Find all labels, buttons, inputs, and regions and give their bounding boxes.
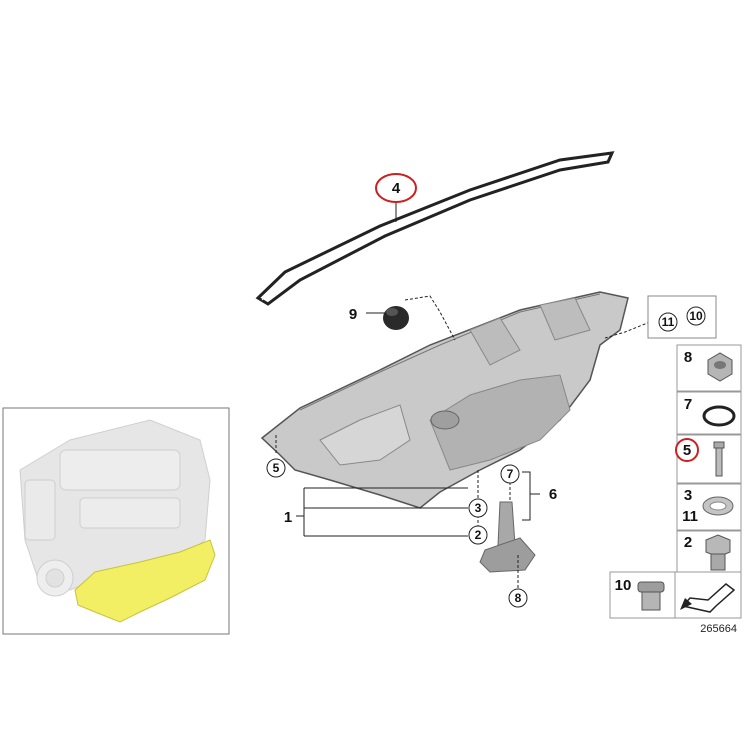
arrow-icon <box>680 583 736 613</box>
callout-8: 8 <box>515 591 522 605</box>
oil-pan <box>260 291 629 509</box>
oil-pan-highlight <box>74 539 216 623</box>
engine-inset <box>2 407 230 635</box>
legend-label-5: 5 <box>683 442 691 459</box>
callout-6: 6 <box>549 486 557 503</box>
legend-5-highlight <box>675 438 699 462</box>
drain-plug-icon <box>705 534 731 571</box>
callout-5: 5 <box>273 461 280 475</box>
bottom-box-label-10: 10 <box>615 577 632 594</box>
gasket <box>255 151 615 306</box>
bolt-icon <box>713 441 725 477</box>
washer-icon <box>702 496 734 516</box>
parts-legend: 8 7 5 3 11 2 <box>609 344 742 635</box>
callout-4: 4 <box>392 180 401 197</box>
oil-sensor <box>479 501 536 573</box>
callout-11-10-box <box>647 295 717 339</box>
callout-7: 7 <box>507 467 514 481</box>
callout-9: 9 <box>349 306 357 323</box>
legend-label-8: 8 <box>684 349 692 366</box>
legend-label-3: 3 <box>684 487 692 504</box>
o-ring-icon <box>702 405 736 427</box>
leader-lines <box>275 200 651 588</box>
hex-nut-icon <box>707 352 733 382</box>
reference-number: 265664 <box>700 623 737 635</box>
legend-label-11: 11 <box>682 508 698 525</box>
legend-label-7: 7 <box>684 396 692 413</box>
callouts: 4 9 11 10 5 1 3 2 7 6 8 <box>266 173 717 608</box>
plug-part <box>383 306 409 330</box>
callout-4-highlight <box>375 173 417 203</box>
callout-3: 3 <box>475 501 482 515</box>
callout-1: 1 <box>284 509 292 526</box>
callout-11: 11 <box>662 315 675 329</box>
legend-label-2: 2 <box>684 534 692 551</box>
plug-10-icon <box>637 581 665 611</box>
callout-2: 2 <box>475 528 482 542</box>
callout-10: 10 <box>689 309 703 323</box>
